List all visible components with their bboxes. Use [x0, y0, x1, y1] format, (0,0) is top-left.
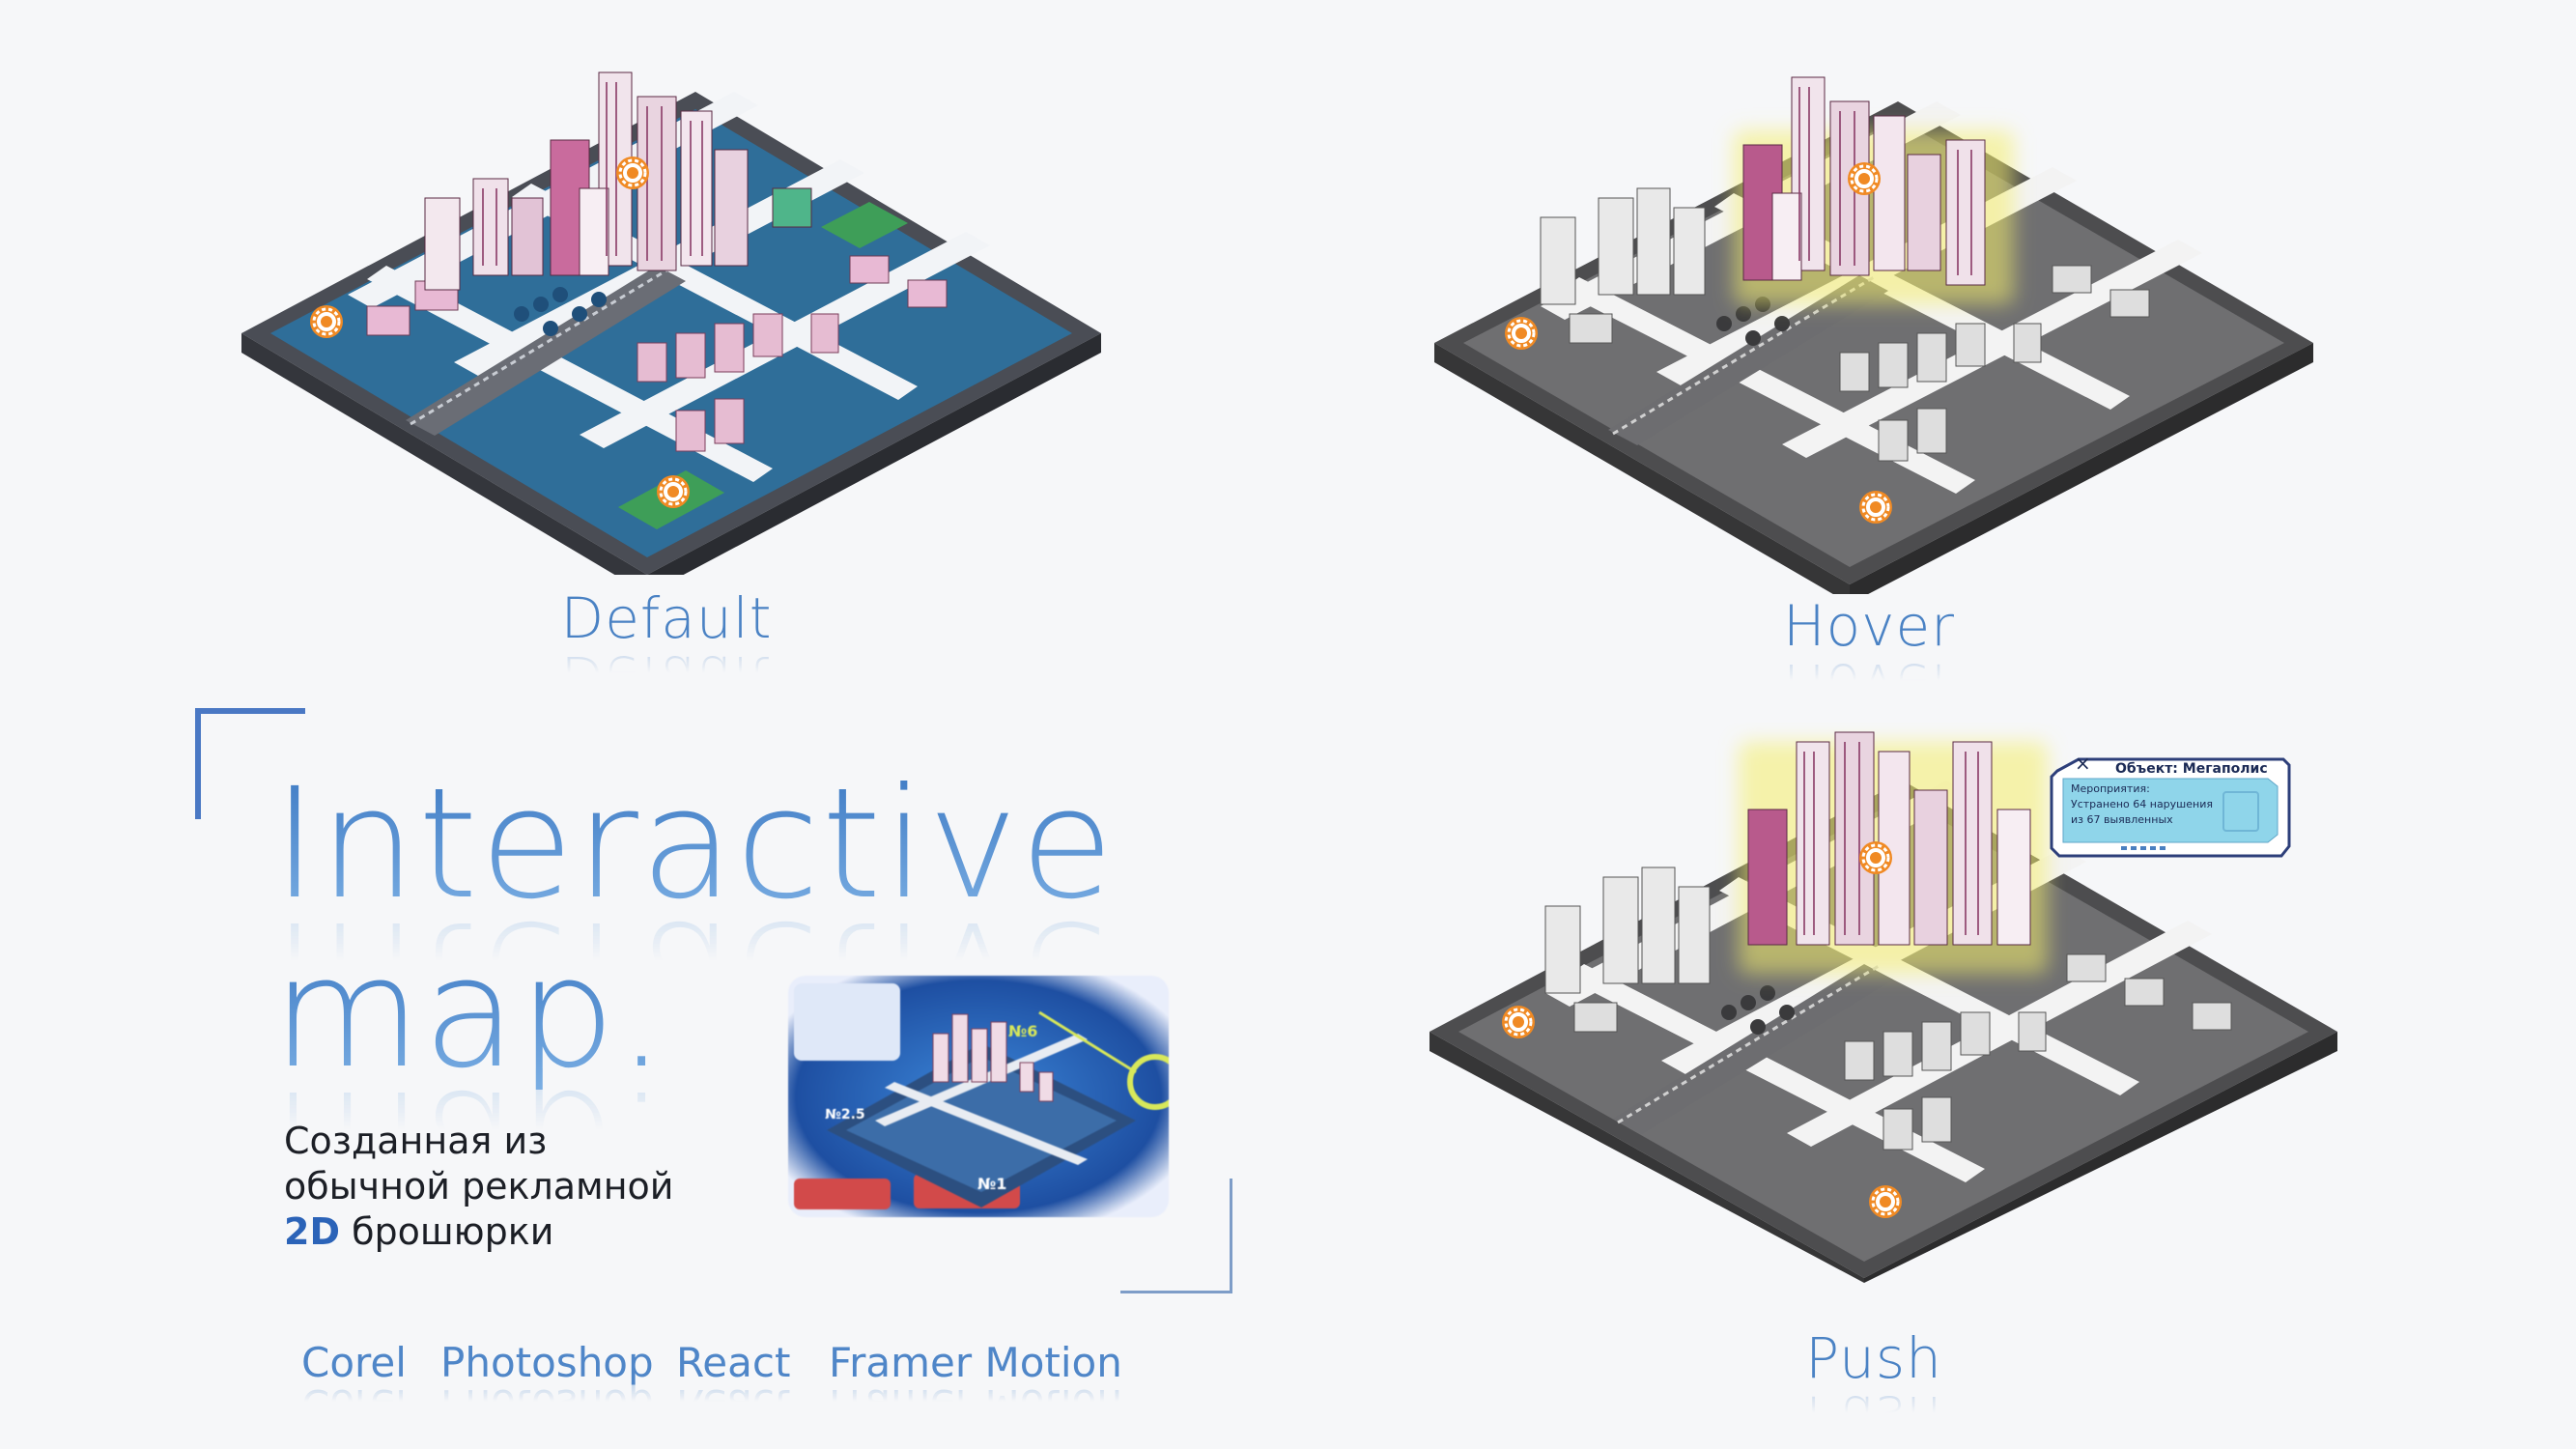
corner-bracket-top-left	[195, 708, 305, 714]
description-line-3: 2D брошюрки	[284, 1209, 674, 1255]
gear-marker-icon[interactable]	[307, 302, 346, 341]
popup-line-2: Устранено 64 нарушения	[2071, 798, 2213, 810]
map-push[interactable]	[1420, 723, 2347, 1283]
preview-label-6: №6	[1008, 1022, 1038, 1040]
page-title-line-2: map.	[272, 924, 668, 1102]
gear-marker-icon[interactable]	[1866, 1182, 1905, 1221]
page-title-line-1: Interactive	[272, 755, 1117, 933]
description-rest: брошюрки	[339, 1210, 554, 1253]
brochure-preview-image: №6 №2.5 №1	[788, 976, 1169, 1217]
gear-marker-icon[interactable]	[1499, 1003, 1538, 1041]
state-label-push: Push	[1805, 1325, 1942, 1391]
description-accent: 2D	[284, 1210, 340, 1253]
map-default[interactable]	[232, 53, 1101, 575]
corner-bracket-bottom-right	[1230, 1179, 1232, 1293]
tech-framer-motion: Framer Motion	[829, 1339, 1122, 1386]
description-line-2: обычной рекламной	[284, 1165, 674, 1208]
gear-marker-icon[interactable]	[654, 472, 693, 511]
tech-react: React	[676, 1339, 791, 1386]
gear-marker-icon[interactable]	[1502, 314, 1541, 353]
popup-line-1: Мероприятия:	[2071, 782, 2150, 795]
preview-label-1: №1	[977, 1175, 1007, 1193]
gear-marker-icon[interactable]	[613, 154, 652, 192]
description-line-1: Созданная из	[284, 1120, 548, 1162]
preview-label-2-5: №2.5	[825, 1107, 865, 1122]
popup-title: Объект: Мегаполис	[2115, 761, 2268, 777]
tech-photoshop: Photoshop	[440, 1339, 654, 1386]
gear-marker-icon[interactable]	[1856, 488, 1895, 526]
gear-marker-icon[interactable]	[1845, 159, 1883, 198]
close-icon[interactable]: ×	[2075, 752, 2091, 775]
state-label-default: Default	[560, 585, 773, 651]
popup-line-3: из 67 выявленных	[2071, 813, 2173, 826]
description: Созданная из обычной рекламной 2D брошюр…	[284, 1119, 674, 1255]
gear-marker-icon[interactable]	[1856, 838, 1895, 877]
object-popup[interactable]: × Объект: Мегаполис Мероприятия: Устране…	[2050, 752, 2291, 858]
state-label-hover: Hover	[1783, 593, 1955, 659]
corner-bracket-bottom-right	[1120, 1291, 1232, 1293]
tech-corel: Corel	[301, 1339, 407, 1386]
corner-bracket-top-left	[195, 708, 201, 819]
map-hover[interactable]	[1425, 53, 2313, 594]
